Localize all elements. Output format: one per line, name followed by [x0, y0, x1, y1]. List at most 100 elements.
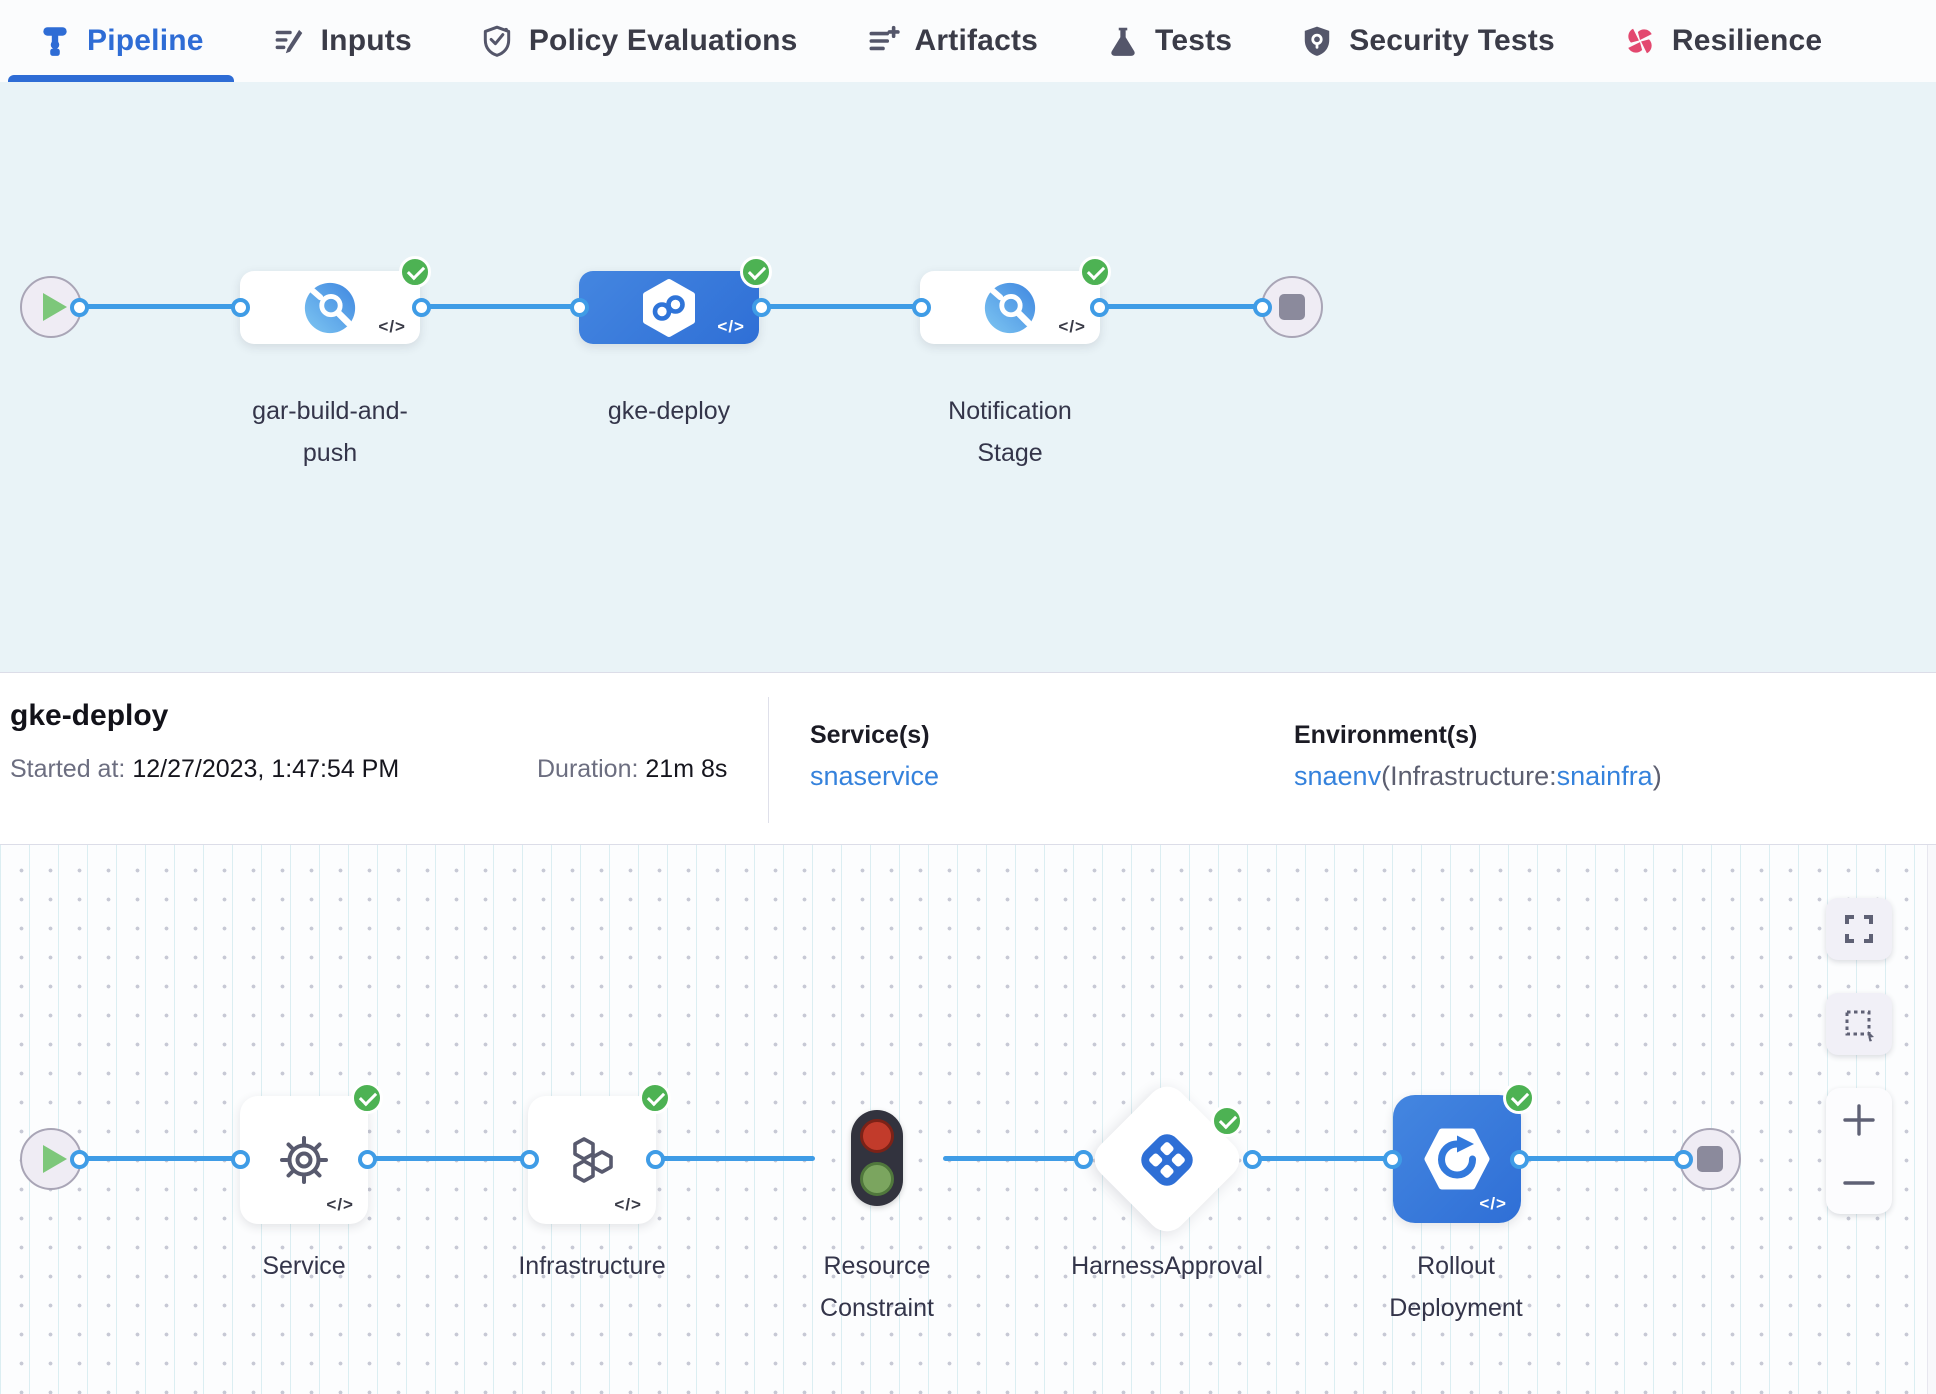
stage-label-notification-stage[interactable]: Notification Stage — [948, 397, 1072, 467]
started-at-row: Started at: 12/27/2023, 1:47:54 PM — [10, 755, 399, 784]
services-label: Service(s) — [810, 721, 930, 749]
connector-dot — [1509, 1149, 1529, 1169]
service-gear-icon — [280, 1136, 328, 1184]
environment-link[interactable]: snaenv — [1294, 761, 1382, 791]
marquee-select-button[interactable] — [1826, 993, 1892, 1055]
connector-edge — [1252, 1156, 1392, 1161]
connector-dot — [911, 297, 931, 317]
connector-dot — [751, 297, 771, 317]
code-toggle-icon: </> — [1058, 317, 1086, 336]
started-at-value: 12/27/2023, 1:47:54 PM — [132, 755, 400, 783]
play-icon — [43, 1145, 67, 1173]
connector-dot — [411, 297, 431, 317]
step-label-harness-approval[interactable]: HarnessApproval — [1071, 1252, 1263, 1280]
tab-security-tests-label: Security Tests — [1349, 24, 1555, 57]
connector-dot — [69, 1149, 89, 1169]
step-card-rollout-deployment[interactable]: </> — [1393, 1082, 1535, 1223]
connector-dot — [1073, 1149, 1093, 1169]
step-label-rollout-deployment[interactable]: Rollout Deployment — [1389, 1252, 1523, 1322]
tab-pipeline[interactable]: Pipeline — [8, 0, 234, 82]
approval-icon — [1141, 1134, 1193, 1186]
connector-dot — [1673, 1149, 1693, 1169]
connector-edge — [367, 1156, 529, 1161]
connector-edge — [421, 304, 579, 309]
tab-tests[interactable]: Tests — [1076, 0, 1262, 82]
scrollbar-track[interactable] — [1927, 845, 1936, 1394]
tab-pipeline-label: Pipeline — [87, 24, 204, 57]
step-label-service[interactable]: Service — [262, 1252, 346, 1280]
build-stage-icon — [304, 282, 356, 333]
resilience-icon — [1628, 28, 1652, 54]
tab-security-tests[interactable]: Security Tests — [1270, 0, 1585, 82]
step-label-resource-constraint[interactable]: Resource Constraint — [820, 1252, 934, 1322]
zoom-out-button[interactable] — [1826, 1151, 1892, 1214]
execution-info-bar: gke-deploy Started at: 12/27/2023, 1:47:… — [0, 672, 1936, 845]
pipeline-icon — [43, 27, 67, 56]
execution-tabbar: Pipeline Inputs Policy Evaluations — [0, 0, 1936, 82]
service-link[interactable]: snaservice — [810, 761, 940, 791]
tab-inputs[interactable]: Inputs — [242, 0, 442, 82]
environment-infrastructure-text: (Infrastructure: — [1381, 761, 1557, 791]
stage-card-gar-build-and-push[interactable]: </> — [240, 256, 431, 344]
connector-edge — [943, 1156, 1083, 1161]
connector-dot — [569, 297, 589, 317]
connector-dot — [1382, 1149, 1402, 1169]
code-toggle-icon: </> — [614, 1195, 642, 1214]
tab-tests-label: Tests — [1155, 24, 1233, 57]
connector-edge — [1519, 1156, 1683, 1161]
step-label-infrastructure[interactable]: Infrastructure — [518, 1252, 666, 1280]
infrastructure-hexagons-icon — [573, 1137, 613, 1183]
connector-edge — [761, 304, 921, 309]
connector-edge — [1099, 304, 1262, 309]
red-lamp — [860, 1119, 894, 1153]
step-graph-canvas: </> </> — [0, 845, 1936, 1394]
stage-card-gke-deploy[interactable]: </> — [579, 256, 772, 344]
zoom-in-icon — [1843, 1103, 1875, 1136]
zoom-in-button[interactable] — [1826, 1088, 1892, 1151]
stage-card-notification-stage[interactable]: </> — [920, 256, 1111, 344]
fullscreen-icon — [1845, 915, 1873, 943]
connector-edge — [79, 1156, 240, 1161]
connector-dot — [645, 1149, 665, 1169]
info-divider — [768, 697, 769, 823]
zoom-controls — [1826, 1088, 1892, 1214]
duration-value: 21m 8s — [645, 755, 728, 783]
connector-dot — [69, 297, 89, 317]
tab-inputs-label: Inputs — [320, 24, 412, 57]
green-lamp — [860, 1162, 894, 1196]
success-badge — [1211, 1105, 1243, 1137]
connector-dot — [230, 1149, 250, 1169]
stage-label-gke-deploy[interactable]: gke-deploy — [607, 397, 731, 425]
connector-edge — [655, 1156, 815, 1161]
inputs-icon — [275, 29, 302, 54]
duration-label: Duration: — [537, 755, 639, 783]
connector-dot — [1242, 1149, 1262, 1169]
tab-artifacts[interactable]: Artifacts — [836, 0, 1069, 82]
success-badge — [639, 1082, 671, 1114]
started-at-label: Started at: — [10, 755, 126, 783]
stop-icon — [1697, 1146, 1723, 1172]
selected-stage-title: gke-deploy — [10, 699, 169, 732]
stage-label-gar-build-and-push[interactable]: gar-build-and-push — [252, 397, 408, 467]
connector-dot — [1252, 297, 1272, 317]
environments-label: Environment(s) — [1294, 721, 1478, 749]
policy-evaluations-icon — [483, 25, 511, 57]
tab-resilience[interactable]: Resilience — [1593, 0, 1852, 82]
tab-policy-evaluations-label: Policy Evaluations — [528, 24, 798, 57]
fullscreen-button[interactable] — [1826, 898, 1892, 960]
tab-resilience-label: Resilience — [1671, 24, 1823, 57]
marquee-select-icon — [1845, 1010, 1874, 1042]
code-toggle-icon: </> — [378, 317, 406, 336]
duration-row: Duration: 21m 8s — [537, 755, 727, 784]
tab-policy-evaluations[interactable]: Policy Evaluations — [450, 0, 828, 82]
code-toggle-icon: </> — [326, 1195, 354, 1214]
step-card-service[interactable]: </> — [240, 1082, 383, 1224]
success-badge — [1503, 1082, 1535, 1114]
rollout-deployment-icon — [1424, 1128, 1490, 1190]
success-badge — [740, 256, 772, 288]
step-card-infrastructure[interactable]: </> — [528, 1082, 671, 1224]
security-tests-icon — [1304, 26, 1330, 56]
connector-dot — [519, 1149, 539, 1169]
infrastructure-link[interactable]: snainfra — [1556, 761, 1653, 791]
resource-constraint-traffic-light-icon[interactable] — [851, 1110, 903, 1206]
